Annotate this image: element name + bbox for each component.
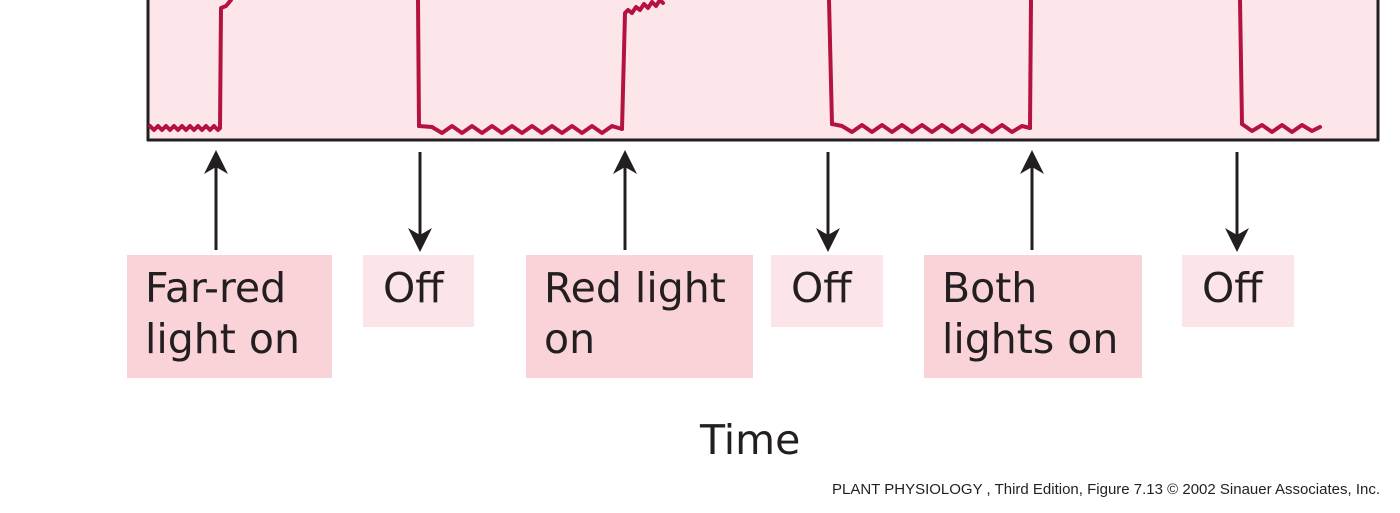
- trace-baseline-3: [830, 122, 1032, 134]
- event-arrows: [204, 150, 1249, 252]
- arrow-up-icon: [1020, 150, 1044, 250]
- trace-baseline-1: [148, 124, 222, 132]
- label-line: Red light: [544, 264, 726, 312]
- trace-baseline-4: [1240, 122, 1322, 134]
- trace-fall-2: [827, 0, 834, 126]
- label-line: Off: [791, 264, 852, 312]
- trace-baseline-2: [417, 124, 624, 135]
- label-off-2: Off: [771, 255, 883, 327]
- label-line: Off: [1202, 264, 1263, 312]
- trace-fall-3: [1238, 0, 1244, 126]
- trace-rise-1: [218, 0, 233, 130]
- label-line: Off: [383, 264, 444, 312]
- arrow-down-icon: [1225, 152, 1249, 252]
- figure-credit: PLANT PHYSIOLOGY , Third Edition, Figure…: [832, 481, 1380, 498]
- label-line: on: [544, 315, 596, 363]
- x-axis-label: Time: [700, 416, 801, 464]
- label-both-lights-on: Both lights on: [924, 255, 1142, 378]
- label-red-light-on: Red light on: [526, 255, 753, 378]
- arrow-down-icon: [816, 152, 840, 252]
- trace-rise-3: [1028, 0, 1033, 130]
- label-line: lights on: [942, 315, 1119, 363]
- arrow-up-icon: [204, 150, 228, 250]
- label-off-1: Off: [363, 255, 474, 327]
- response-trace: [148, 0, 1322, 135]
- trace-fall-1: [416, 0, 421, 128]
- plot-panel: [148, 0, 1378, 140]
- arrow-up-icon: [613, 150, 637, 250]
- arrow-down-icon: [408, 152, 432, 252]
- label-far-red-light-on: Far-red light on: [127, 255, 332, 378]
- label-line: Far-red: [145, 264, 287, 312]
- label-off-3: Off: [1182, 255, 1294, 327]
- trace-rise-2: [620, 0, 665, 131]
- label-line: light on: [145, 315, 300, 363]
- label-line: Both: [942, 264, 1038, 312]
